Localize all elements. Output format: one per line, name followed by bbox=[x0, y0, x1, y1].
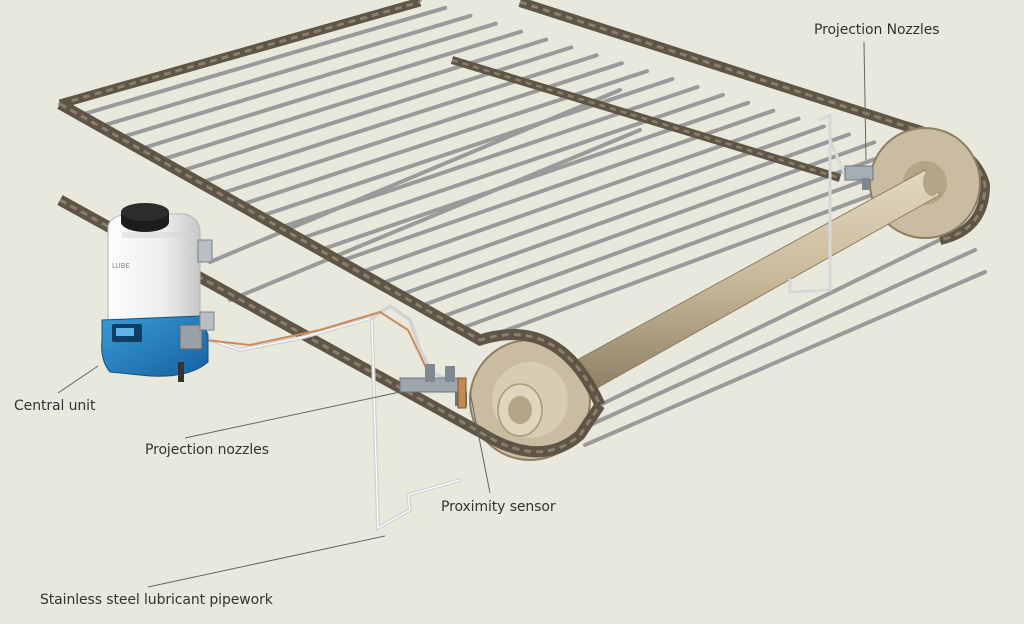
conveyor-rod bbox=[583, 270, 987, 447]
middle-chain-guide bbox=[450, 56, 842, 182]
central-unit: LUBE bbox=[101, 203, 215, 382]
label-proximity-sensor: Proximity sensor bbox=[441, 499, 556, 515]
conveyor-rod bbox=[78, 5, 448, 118]
lubricant-hose bbox=[204, 310, 429, 373]
conveyor-rod bbox=[218, 61, 624, 196]
proximity-sensor bbox=[457, 377, 467, 409]
front-sprocket bbox=[469, 339, 591, 461]
svg-text:LUBE: LUBE bbox=[112, 262, 130, 270]
projection-nozzle-top-assembly bbox=[844, 165, 874, 190]
front-chain bbox=[57, 99, 606, 458]
label-central-unit: Central unit bbox=[14, 398, 96, 414]
conveyor-rod bbox=[158, 37, 549, 163]
label-projection-nozzles: Projection nozzles bbox=[145, 442, 269, 458]
projection-nozzle-assembly bbox=[399, 364, 467, 406]
conveyor-rod bbox=[198, 53, 599, 185]
conveyor-rod bbox=[178, 45, 574, 174]
conveyor-rod bbox=[258, 77, 675, 219]
conveyor-rod bbox=[238, 69, 650, 208]
conveyor-rod bbox=[98, 13, 473, 129]
conveyor-rod bbox=[118, 21, 498, 140]
conveyor-rod bbox=[588, 248, 977, 427]
conveyor-rod bbox=[598, 228, 962, 407]
conveyor-rod bbox=[458, 156, 927, 331]
conveyor-rod bbox=[208, 88, 622, 264]
leader-lines bbox=[57, 41, 867, 588]
conveyor-rod bbox=[438, 148, 902, 320]
conveyor-rod bbox=[138, 29, 523, 151]
label-pipework: Stainless steel lubricant pipework bbox=[40, 592, 273, 608]
conveyor-rod bbox=[228, 128, 642, 302]
conveyor-rod bbox=[418, 140, 877, 309]
label-projection-nozzles-top: Projection Nozzles bbox=[814, 22, 940, 38]
